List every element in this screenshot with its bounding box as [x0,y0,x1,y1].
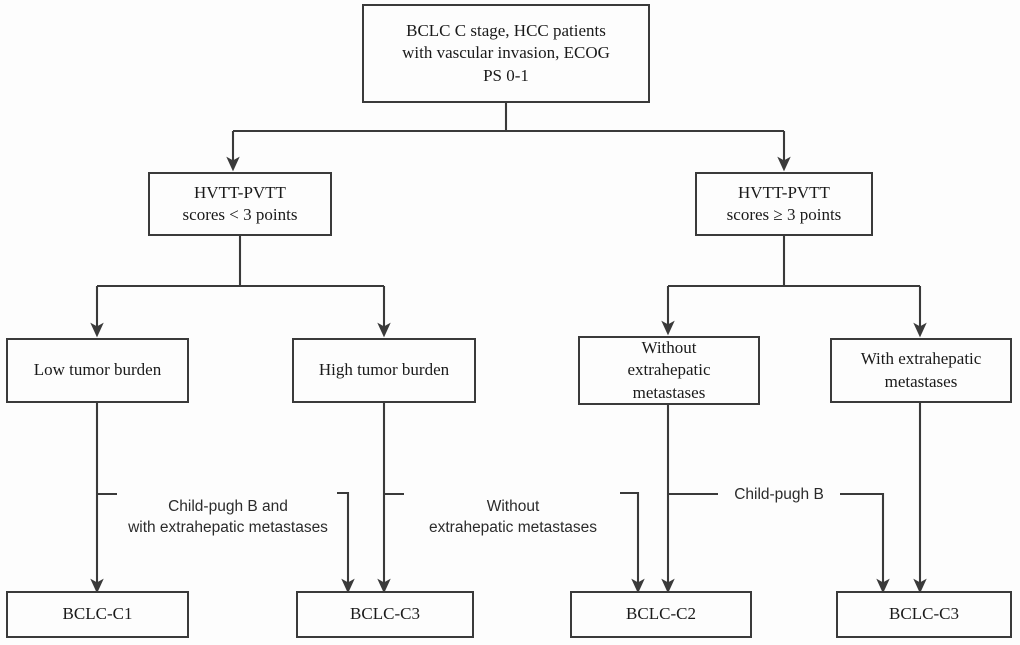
edge-label-child-pugh-b-and-with-extrahepatic-metastases: Child-pugh B and with extrahepatic metas… [119,476,337,539]
node-bclc-c3-left[interactable]: BCLC-C3 [296,591,474,638]
node-bclc-c2-label: BCLC-C2 [626,604,696,624]
edge-label-child-pugh-b-text: Child-pugh B [734,486,824,503]
node-bclc-c3-left-label: BCLC-C3 [350,604,420,624]
node-bclc-c3-right[interactable]: BCLC-C3 [836,591,1012,638]
node-bclc-c2[interactable]: BCLC-C2 [570,591,752,638]
node-hvtt-pvtt-high-label: HVTT-PVTT scores ≥ 3 points [726,182,842,224]
node-with-extrahepatic-metastases[interactable]: With extrahepatic metastases [830,338,1012,403]
wire-child-pugh-b-to-c3-right [832,492,890,594]
node-low-tumor-burden[interactable]: Low tumor burden [6,338,189,403]
node-without-extrahepatic-metastases-label: Without extrahepatic metastases [627,337,711,402]
node-bclc-c1-label: BCLC-C1 [62,604,133,624]
node-high-tumor-burden-label: High tumor burden [318,360,450,380]
node-with-extrahepatic-metastases-label: With extrahepatic metastases [860,349,982,391]
edge-label-child-pugh-b: Child-pugh B [718,485,840,506]
node-root-label: BCLC C stage, HCC patients with vascular… [402,20,610,85]
node-hvtt-pvtt-high[interactable]: HVTT-PVTT scores ≥ 3 points [695,172,873,236]
edge-label-without-extrahepatic-metastases: Without extrahepatic metastases [406,476,620,539]
node-bclc-c3-right-label: BCLC-C3 [889,604,959,624]
edge-label-child-pugh-b-and-mets-text: Child-pugh B and with extrahepatic metas… [128,497,328,536]
node-hvtt-pvtt-low[interactable]: HVTT-PVTT scores < 3 points [148,172,332,236]
node-bclc-c1[interactable]: BCLC-C1 [6,591,189,638]
node-hvtt-pvtt-low-label: HVTT-PVTT scores < 3 points [182,182,298,224]
node-root[interactable]: BCLC C stage, HCC patients with vascular… [362,4,650,103]
node-without-extrahepatic-metastases[interactable]: Without extrahepatic metastases [578,336,760,405]
node-high-tumor-burden[interactable]: High tumor burden [292,338,476,403]
node-low-tumor-burden-label: Low tumor burden [33,360,162,380]
edge-label-without-mets-text: Without extrahepatic metastases [428,497,597,536]
